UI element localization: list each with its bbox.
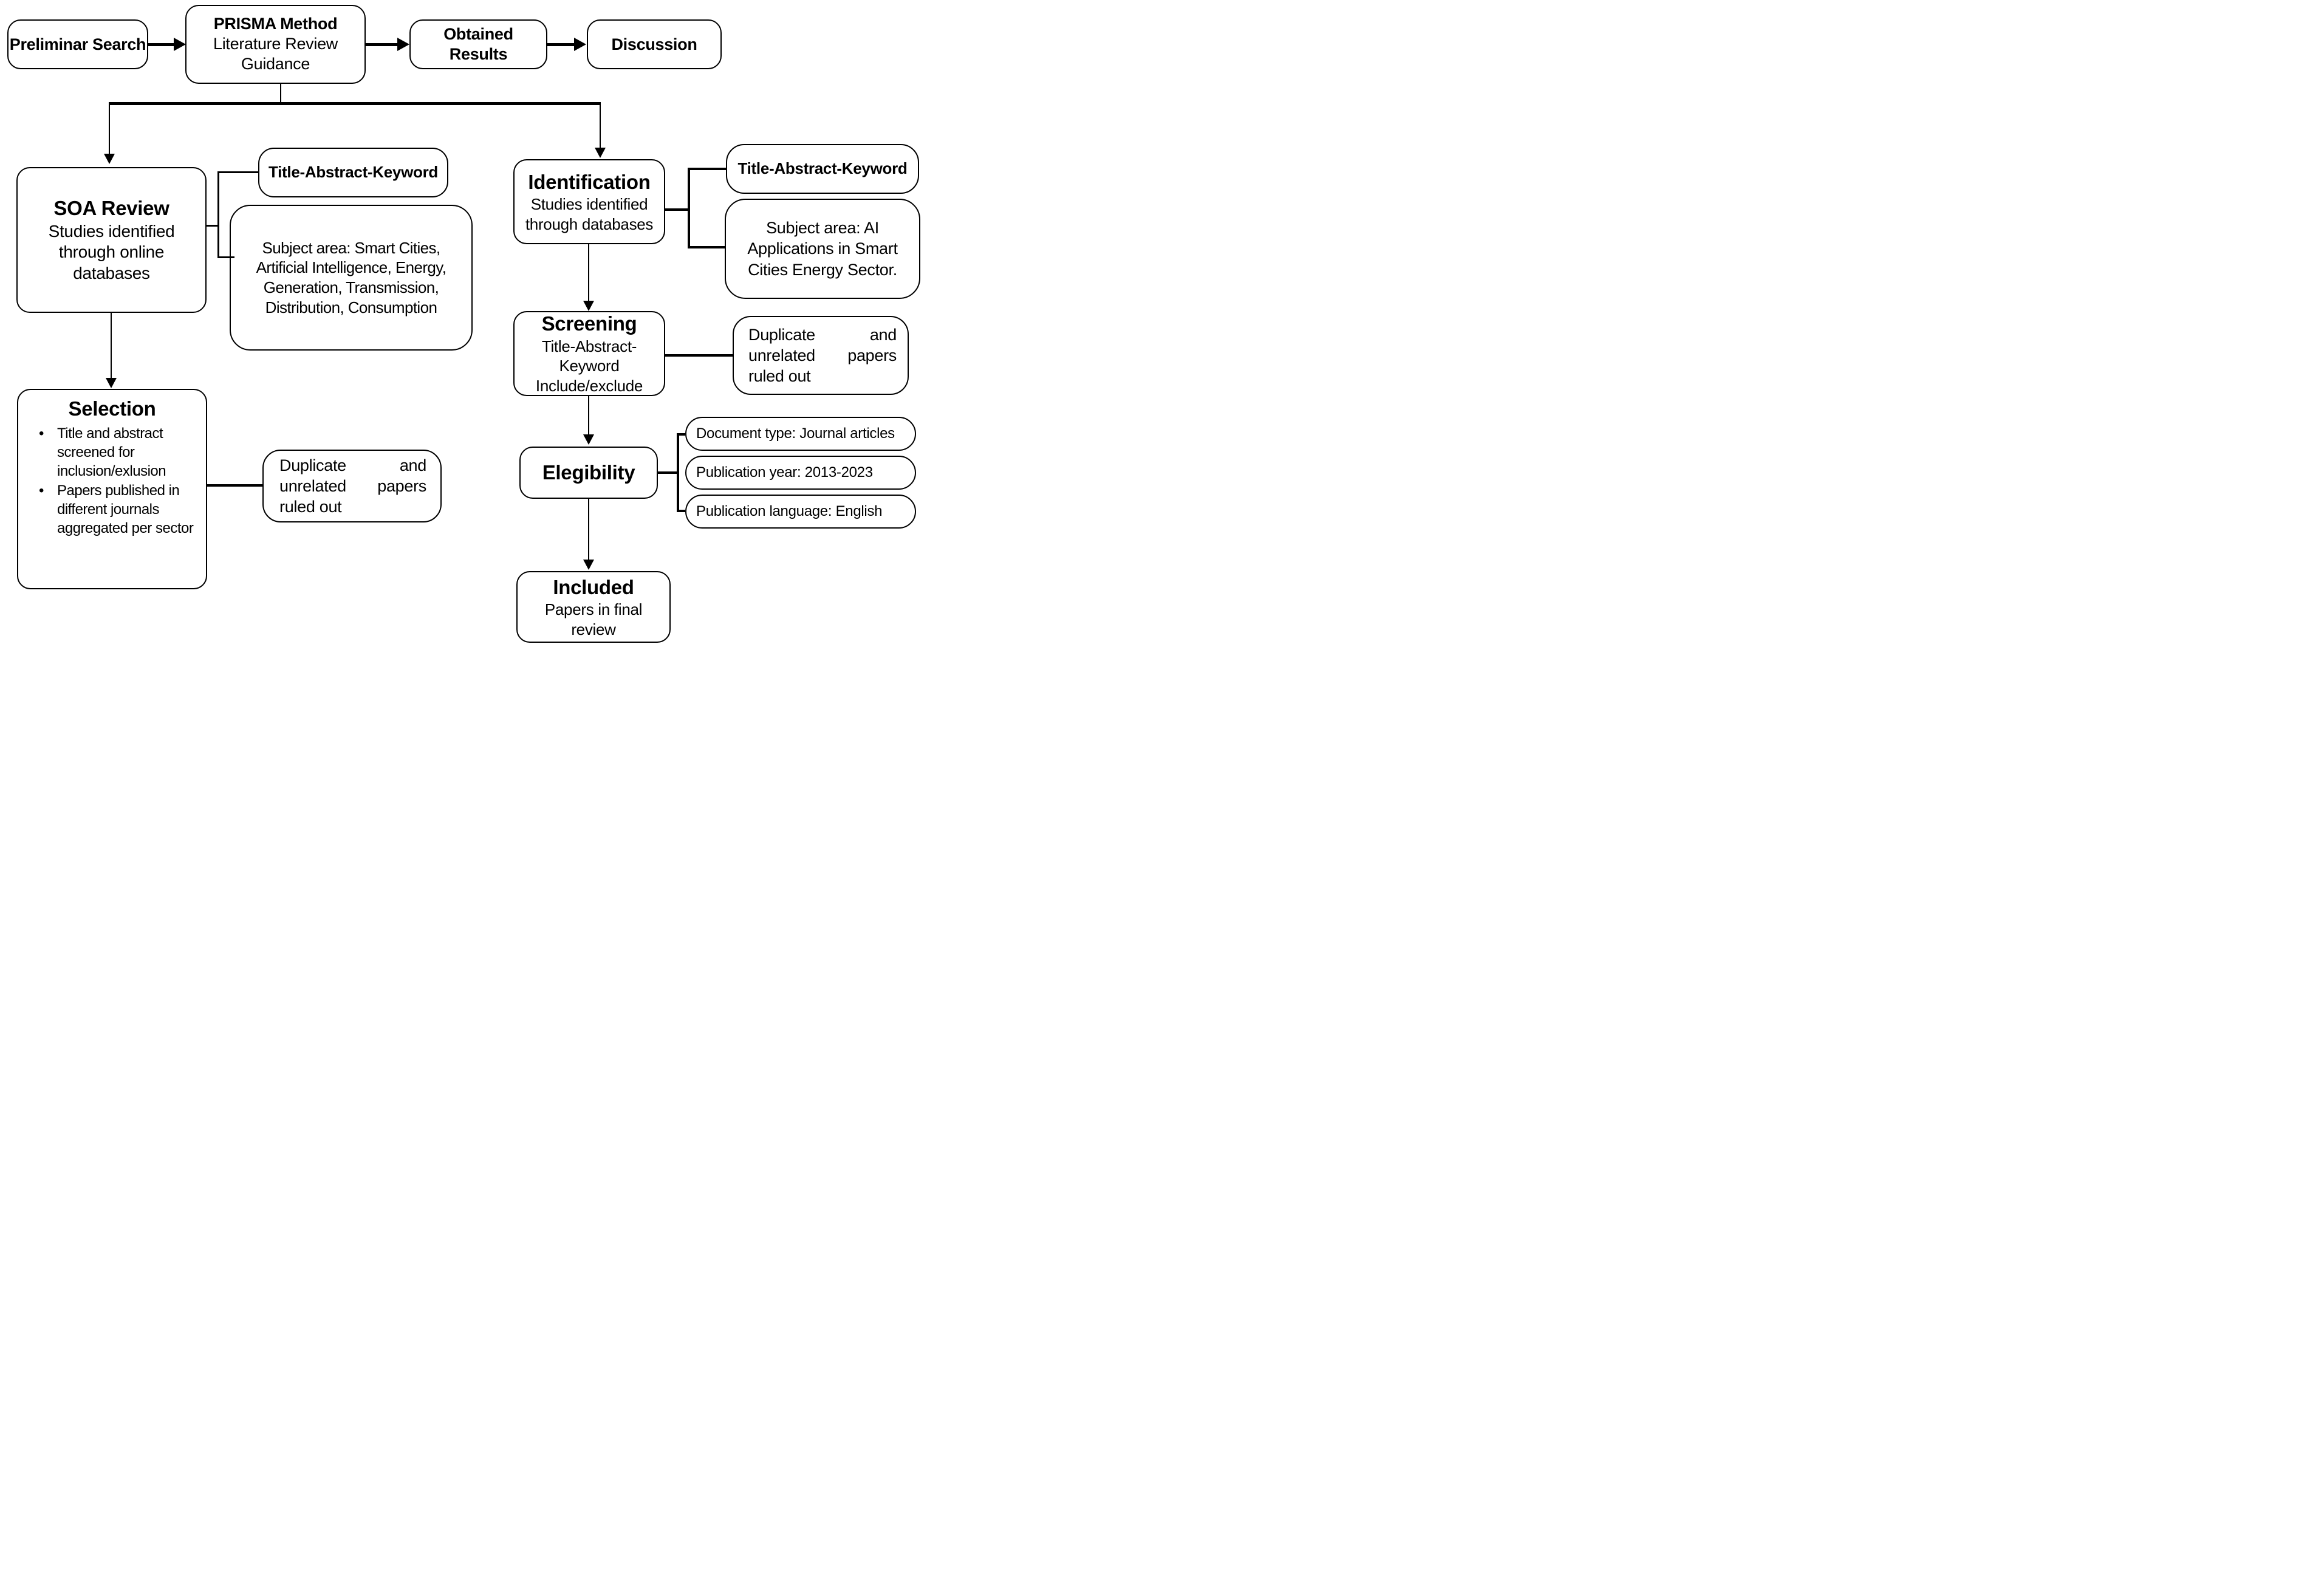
connector-left-bracket-top-arm xyxy=(217,171,258,173)
selection-title: Selection xyxy=(68,397,156,420)
box-duplicate-right: Duplicate and unrelated papers ruled out xyxy=(733,316,909,395)
connector-branch-horizontal xyxy=(109,102,601,105)
title-abstract-keyword-left-label: Title-Abstract-Keyword xyxy=(269,163,438,182)
box-publication-year: Publication year: 2013-2023 xyxy=(685,456,916,490)
included-body: Papers in final review xyxy=(544,600,643,639)
box-soa-review: SOA Review Studies identified through on… xyxy=(16,167,207,313)
connector-branch-left-drop xyxy=(109,102,110,154)
arrowhead-into-included xyxy=(583,560,594,570)
selection-bullet-2-text: Papers published in different journals a… xyxy=(57,482,194,536)
connector-prisma-drop xyxy=(280,84,281,103)
selection-bullet-2: • Papers published in different journals… xyxy=(39,482,200,538)
preliminar-search-label: Preliminar Search xyxy=(9,35,146,53)
box-title-abstract-keyword-right: Title-Abstract-Keyword xyxy=(726,144,919,194)
publication-year-body: Publication year: 2013-2023 xyxy=(696,464,873,481)
selection-bullet-list: • Title and abstract screened for inclus… xyxy=(18,421,206,539)
arrow-preliminar-to-prisma xyxy=(148,43,175,46)
arrow-prisma-to-obtained xyxy=(366,43,399,46)
arrowhead-obtained-to-discussion xyxy=(574,38,586,51)
discussion-label: Discussion xyxy=(611,35,697,53)
identification-body: Studies identified through databases xyxy=(525,194,654,233)
elegibility-title: Elegibility xyxy=(542,461,635,484)
arrowhead-into-identification xyxy=(595,148,606,158)
document-type-body: Document type: Journal articles xyxy=(696,425,895,442)
prisma-method-subtitle: Literature Review Guidance xyxy=(213,34,338,74)
box-selection: Selection • Title and abstract screened … xyxy=(17,389,207,589)
subject-area-left-body: Subject area: Smart Cities, Artificial I… xyxy=(256,238,446,317)
arrowhead-into-elegibility xyxy=(583,434,594,445)
box-subject-area-right: Subject area: AI Applications in Smart C… xyxy=(725,199,920,299)
screening-body: Title-Abstract-Keyword Include/exclude xyxy=(535,337,643,396)
box-elegibility: Elegibility xyxy=(519,447,658,499)
publication-language-body: Publication language: English xyxy=(696,503,883,519)
connector-branch-right-drop xyxy=(600,102,601,148)
prisma-method-title: PRISMA Method xyxy=(213,14,338,33)
connector-soa-stub xyxy=(207,225,219,227)
connector-elegibility-bracket-top-arm xyxy=(677,433,685,436)
box-subject-area-left: Subject area: Smart Cities, Artificial I… xyxy=(230,205,473,351)
box-preliminar-search: Preliminar Search xyxy=(7,19,148,69)
prisma-flow-diagram: Preliminar Search PRISMA Method Literatu… xyxy=(0,0,939,649)
connector-right-bracket-top-arm xyxy=(688,168,726,170)
selection-bullet-1: • Title and abstract screened for inclus… xyxy=(39,425,200,481)
connector-selection-to-duplicate xyxy=(207,484,262,487)
connector-elegibility-to-included xyxy=(588,499,589,561)
box-title-abstract-keyword-left: Title-Abstract-Keyword xyxy=(258,148,448,197)
connector-right-bracket-bottom-arm xyxy=(688,246,725,248)
soa-review-body: Studies identified through online databa… xyxy=(48,221,175,283)
selection-bullet-1-text: Title and abstract screened for inclusio… xyxy=(57,425,166,479)
arrowhead-into-screening xyxy=(583,301,594,311)
soa-review-title: SOA Review xyxy=(53,197,169,220)
connector-identification-stub xyxy=(665,208,689,211)
box-publication-language: Publication language: English xyxy=(685,495,916,529)
identification-title: Identification xyxy=(528,170,651,193)
box-obtained-results: Obtained Results xyxy=(409,19,547,69)
arrow-obtained-to-discussion xyxy=(547,43,575,46)
arrowhead-into-selection xyxy=(106,378,117,388)
bullet-dot-icon: • xyxy=(39,482,44,499)
duplicate-left-body: Duplicate and unrelated papers ruled out xyxy=(279,456,426,516)
arrowhead-preliminar-to-prisma xyxy=(174,38,186,51)
subject-area-right-body: Subject area: AI Applications in Smart C… xyxy=(747,219,898,279)
box-included: Included Papers in final review xyxy=(516,571,671,643)
duplicate-right-body: Duplicate and unrelated papers ruled out xyxy=(748,325,897,385)
connector-left-bracket-bottom-arm xyxy=(217,256,234,258)
connector-elegibility-bracket-vertical xyxy=(677,433,679,512)
box-document-type: Document type: Journal articles xyxy=(685,417,916,451)
title-abstract-keyword-right-label: Title-Abstract-Keyword xyxy=(737,159,908,178)
connector-identification-to-screening xyxy=(588,244,589,303)
arrowhead-prisma-to-obtained xyxy=(397,38,409,51)
connector-screening-to-duplicate xyxy=(665,354,733,357)
box-prisma-method: PRISMA Method Literature Review Guidance xyxy=(185,5,366,84)
connector-soa-to-selection xyxy=(111,313,112,378)
arrowhead-into-soa xyxy=(104,154,115,164)
connector-elegibility-stub xyxy=(658,471,679,474)
connector-screening-to-elegibility xyxy=(588,396,589,436)
obtained-results-label: Obtained Results xyxy=(443,25,513,63)
box-identification: Identification Studies identified throug… xyxy=(513,159,665,244)
bullet-dot-icon: • xyxy=(39,425,44,442)
included-title: Included xyxy=(553,575,634,598)
connector-right-bracket-vertical xyxy=(688,168,690,248)
connector-left-bracket-vertical xyxy=(217,171,219,258)
connector-elegibility-bracket-bottom-arm xyxy=(677,510,685,512)
box-duplicate-left: Duplicate and unrelated papers ruled out xyxy=(262,450,442,522)
box-discussion: Discussion xyxy=(587,19,722,69)
box-screening: Screening Title-Abstract-Keyword Include… xyxy=(513,311,665,396)
screening-title: Screening xyxy=(541,312,637,335)
